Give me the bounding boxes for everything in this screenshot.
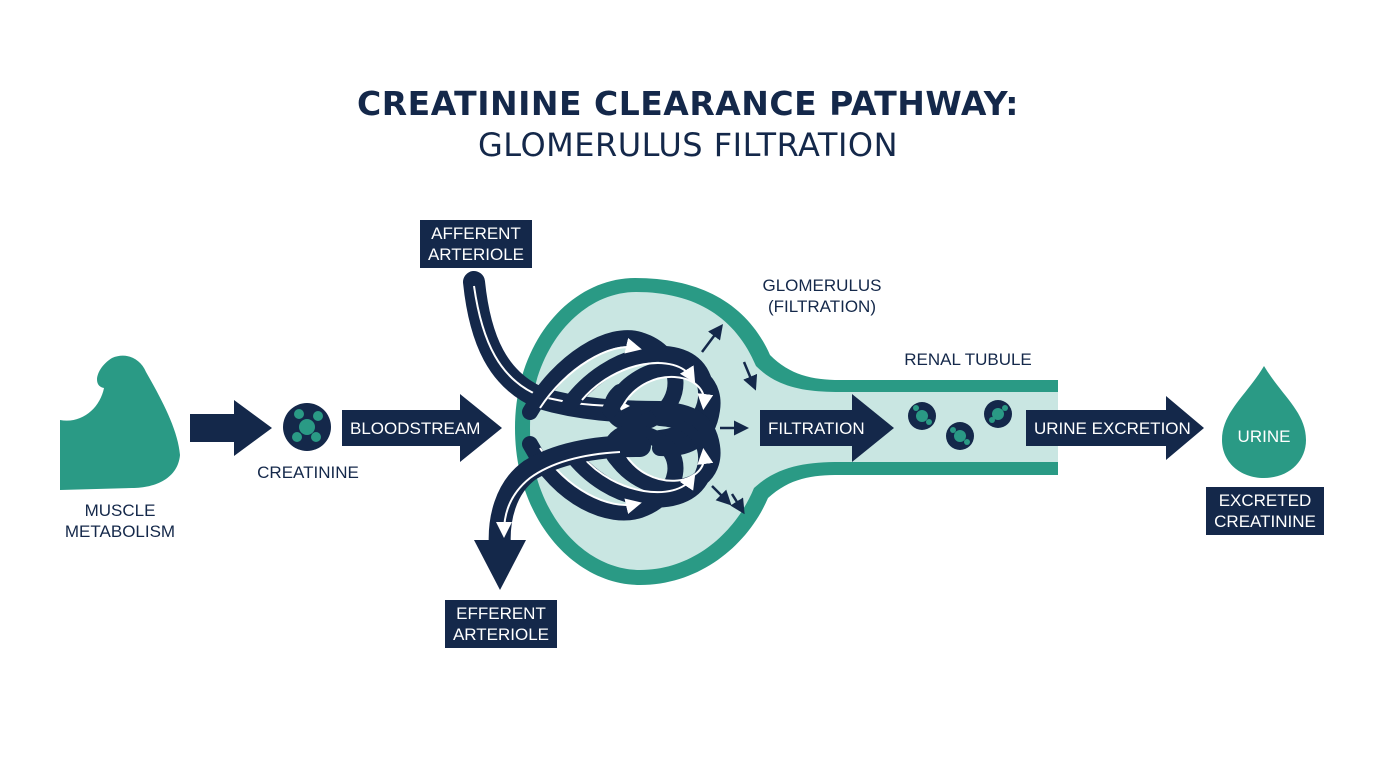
glomerulus-label-line2: (FILTRATION) <box>768 297 876 316</box>
urine-drop-icon <box>1222 366 1306 478</box>
renal-tubule-label: RENAL TUBULE <box>904 350 1032 369</box>
bloodstream-arrow <box>342 394 502 462</box>
afferent-label-line1: AFFERENT <box>431 224 521 243</box>
efferent-arteriole-vessel <box>488 435 651 559</box>
capillary-flow-lines <box>539 337 714 515</box>
efferent-label-box <box>445 600 557 648</box>
excreted-label-line1: EXCRETED <box>1219 491 1312 510</box>
glomerulus-label-line1: GLOMERULUS <box>762 276 881 295</box>
filtration-label: FILTRATION <box>768 419 865 438</box>
diagram-title: CREATININE CLEARANCE PATHWAY: <box>357 84 1019 123</box>
filtration-small-arrows <box>701 324 758 515</box>
urine-label: URINE <box>1238 427 1291 446</box>
efferent-label-line1: EFFERENT <box>456 604 546 623</box>
muscle-label-line1: MUSCLE <box>85 501 156 520</box>
efferent-label-line2: ARTERIOLE <box>453 625 549 644</box>
efferent-arrowhead <box>474 540 526 590</box>
efferent-flow-line <box>496 451 621 538</box>
filtration-arrow <box>760 394 894 462</box>
urine-excretion-arrow <box>1026 396 1204 460</box>
muscle-label-line2: METABOLISM <box>65 522 175 541</box>
afferent-label-box <box>420 220 532 268</box>
urine-excretion-label: URINE EXCRETION <box>1034 419 1191 438</box>
afferent-label-line2: ARTERIOLE <box>428 245 524 264</box>
tubule-creatinine-molecules <box>908 400 1012 450</box>
diagram-subtitle: GLOMERULUS FILTRATION <box>477 126 899 164</box>
excreted-label-line2: CREATININE <box>1214 512 1316 531</box>
creatinine-label: CREATININE <box>257 463 359 482</box>
arrow-muscle-to-creatinine <box>190 400 272 456</box>
creatinine-molecule-icon <box>283 403 331 451</box>
bloodstream-label: BLOODSTREAM <box>350 419 480 438</box>
excreted-label-box <box>1206 487 1324 535</box>
muscle-arm-icon <box>60 355 180 490</box>
